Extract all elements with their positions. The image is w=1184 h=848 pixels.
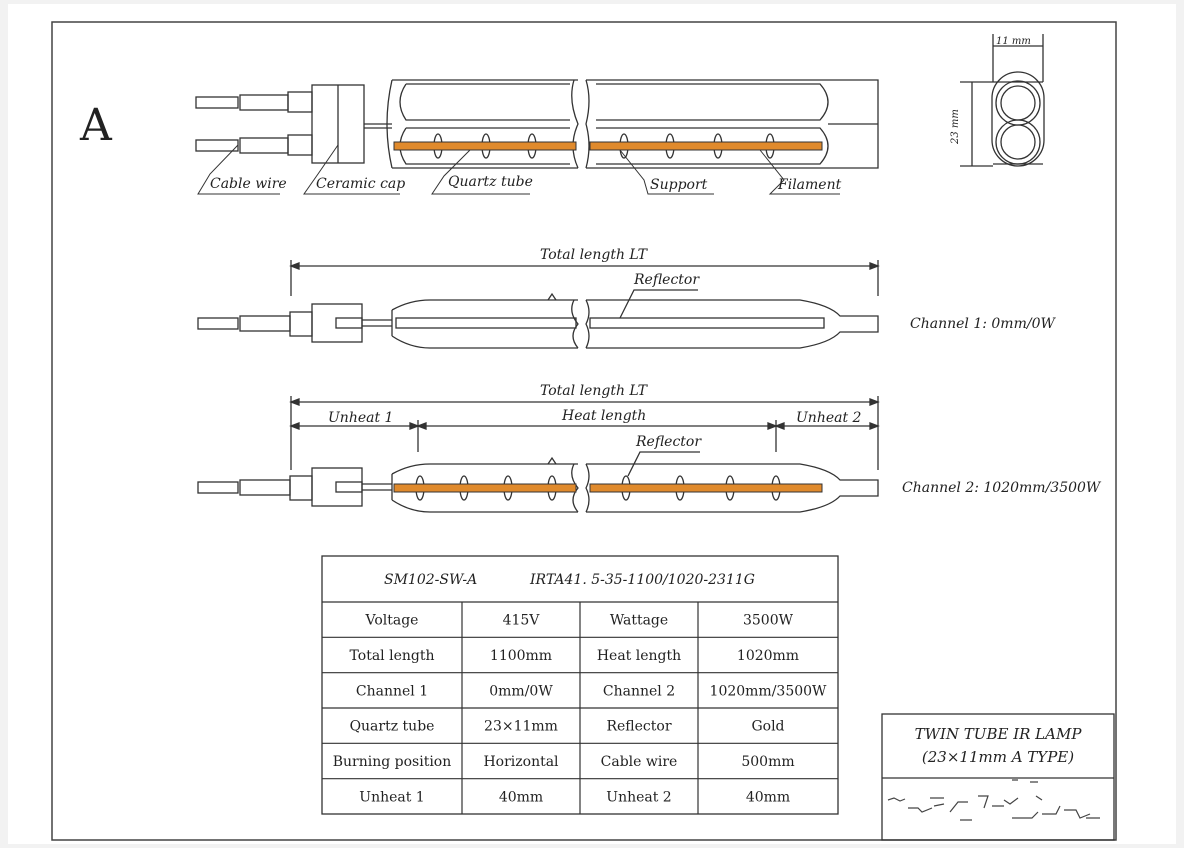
table-cell: Unheat 1 <box>359 789 424 805</box>
table-cell: Wattage <box>610 613 668 629</box>
table-cell: Cable wire <box>601 754 678 770</box>
label-channel-1: Channel 1: 0mm/0W <box>910 316 1056 332</box>
channel-1-view <box>197 260 880 349</box>
label-channel-2: Channel 2: 1020mm/3500W <box>902 480 1102 496</box>
label-ceramic-cap: Ceramic cap <box>316 176 405 192</box>
table-cell: Channel 2 <box>603 683 675 699</box>
table-cell: Burning position <box>333 754 452 770</box>
table-cell: Channel 1 <box>356 683 428 699</box>
sheet-letter: A <box>79 100 113 151</box>
leader-lines-top <box>197 144 840 195</box>
filament-channel2-left <box>393 483 577 493</box>
table-cell: 1020mm <box>737 648 799 664</box>
label-reflector-2: Reflector <box>635 434 702 450</box>
label-reflector-1: Reflector <box>633 272 700 288</box>
table-model: SM102-SW-A <box>384 572 477 588</box>
filament-channel2-right <box>589 483 823 493</box>
label-cable-wire: Cable wire <box>210 176 287 192</box>
label-filament: Filament <box>777 177 842 193</box>
label-total-length-1: Total length LT <box>540 247 649 263</box>
label-total-length-2: Total length LT <box>540 383 649 399</box>
dim-width-label: 11 mm <box>996 36 1031 47</box>
table-cell: 0mm/0W <box>489 683 553 699</box>
paper <box>8 4 1176 844</box>
table-cell: Horizontal <box>483 754 559 770</box>
table-cell: 1100mm <box>490 648 552 664</box>
table-cell: Quartz tube <box>350 719 435 735</box>
filament-top-right <box>589 141 823 151</box>
drawing-border <box>51 21 1117 841</box>
table-cell: 40mm <box>499 789 543 805</box>
label-unheat-1: Unheat 1 <box>328 410 393 426</box>
label-unheat-2: Unheat 2 <box>796 410 862 426</box>
table-cell: 415V <box>503 613 541 629</box>
dim-height-label: 23 mm <box>950 109 961 145</box>
cable-wire-upper <box>195 96 239 109</box>
title-line-1: TWIN TUBE IR LAMP <box>915 725 1083 743</box>
title-block-scribbles <box>887 779 1100 821</box>
title-line-2: (23×11mm A TYPE) <box>922 748 1074 766</box>
table-code: IRTA41. 5-35-1100/1020-2311G <box>529 572 755 588</box>
label-support: Support <box>650 177 708 193</box>
table-cell: 1020mm/3500W <box>710 683 828 699</box>
table-cell: Reflector <box>606 719 671 735</box>
table-cell: 23×11mm <box>484 719 558 735</box>
filament-top-left <box>393 141 577 151</box>
spec-table: SM102-SW-A IRTA41. 5-35-1100/1020-2311G … <box>321 555 839 815</box>
table-cell: Gold <box>751 719 784 735</box>
cross-section-view <box>960 34 1045 167</box>
title-block: TWIN TUBE IR LAMP (23×11mm A TYPE) <box>881 713 1115 841</box>
table-cell: Unheat 2 <box>606 789 671 805</box>
table-cell: 500mm <box>741 754 794 770</box>
label-quartz-tube: Quartz tube <box>448 174 533 190</box>
table-cell: 40mm <box>746 789 790 805</box>
table-cell: 3500W <box>743 613 794 629</box>
table-cell: Voltage <box>365 613 419 629</box>
quartz-tube-left <box>386 79 578 169</box>
table-cell: Total length <box>350 648 435 664</box>
label-heat-length: Heat length <box>561 408 646 424</box>
table-cell: Heat length <box>597 648 681 664</box>
top-detail-view <box>195 79 879 169</box>
